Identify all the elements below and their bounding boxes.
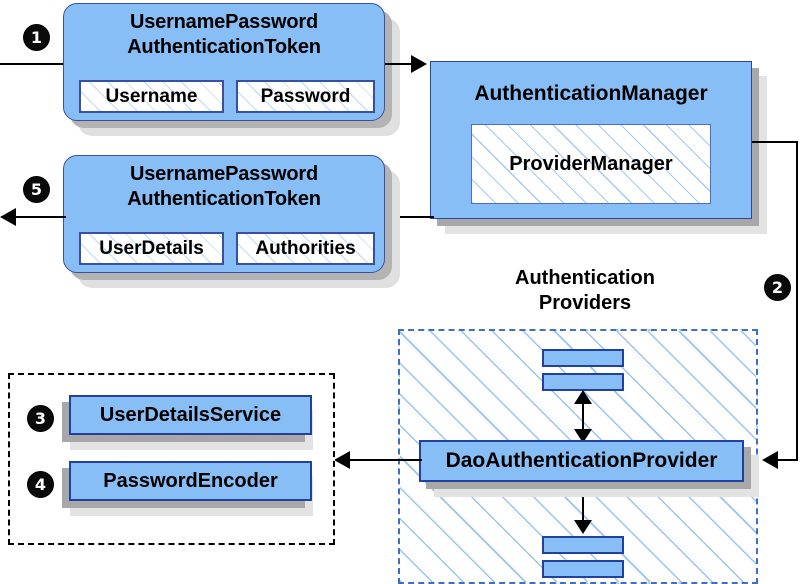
arrowhead-dao-down	[574, 520, 592, 534]
authentication-manager-box: AuthenticationManager ProviderManager	[430, 61, 752, 219]
request-token-card: UsernamePassword AuthenticationToken Use…	[63, 3, 385, 121]
connector-dao-to-services	[350, 459, 422, 461]
connector-into-dao	[778, 459, 798, 461]
request-token-slot-password: Password	[236, 80, 375, 113]
response-token-title-line1: UsernamePassword	[129, 163, 318, 185]
provider-bar-bottom-2	[542, 560, 624, 578]
request-token-title-line2: AuthenticationToken	[127, 36, 321, 58]
step-badge-5: 5	[24, 177, 49, 202]
dao-authentication-provider-box: DaoAuthenticationProvider	[419, 440, 744, 482]
response-token-title-line2: AuthenticationToken	[127, 188, 321, 210]
arrowhead-dao-up	[574, 390, 592, 404]
step-badge-1: 1	[24, 25, 49, 50]
provider-bar-top-2	[542, 373, 624, 391]
connector-manager-down-vert	[796, 142, 798, 460]
authentication-manager-title: AuthenticationManager	[474, 82, 708, 105]
connector-manager-to-response	[388, 216, 434, 218]
step-badge-3: 3	[28, 406, 53, 431]
userdetailsservice-box: UserDetailsService	[69, 395, 312, 435]
providers-title-line2: Providers	[538, 292, 632, 314]
arrowhead-into-dao	[762, 451, 778, 469]
connector-request-in	[0, 63, 64, 65]
response-token-slot-userdetails: UserDetails	[79, 232, 224, 265]
connector-response-out	[10, 216, 66, 218]
response-token-slot-authorities: Authorities	[236, 232, 375, 265]
connector-token-to-manager	[385, 63, 419, 65]
step-badge-2: 2	[765, 275, 790, 300]
provider-bar-top-1	[542, 349, 624, 367]
request-token-slot-username: Username	[79, 80, 224, 113]
provider-bar-bottom-1	[542, 536, 624, 554]
arrowhead-dao-up-down	[574, 429, 592, 443]
step-badge-4: 4	[28, 472, 53, 497]
connector-manager-right	[752, 141, 798, 143]
request-token-title-line1: UsernamePassword	[129, 11, 318, 33]
arrowhead-to-manager	[411, 55, 427, 73]
provider-manager-box: ProviderManager	[471, 124, 711, 204]
arrowhead-to-services	[334, 451, 350, 469]
connector-dao-down	[582, 488, 584, 531]
providers-title-line1: Authentication	[515, 267, 655, 289]
arrowhead-response-out	[0, 208, 16, 226]
response-token-card: UsernamePassword AuthenticationToken Use…	[63, 155, 385, 273]
connector-dao-up	[582, 398, 584, 441]
passwordencoder-box: PasswordEncoder	[69, 461, 312, 501]
